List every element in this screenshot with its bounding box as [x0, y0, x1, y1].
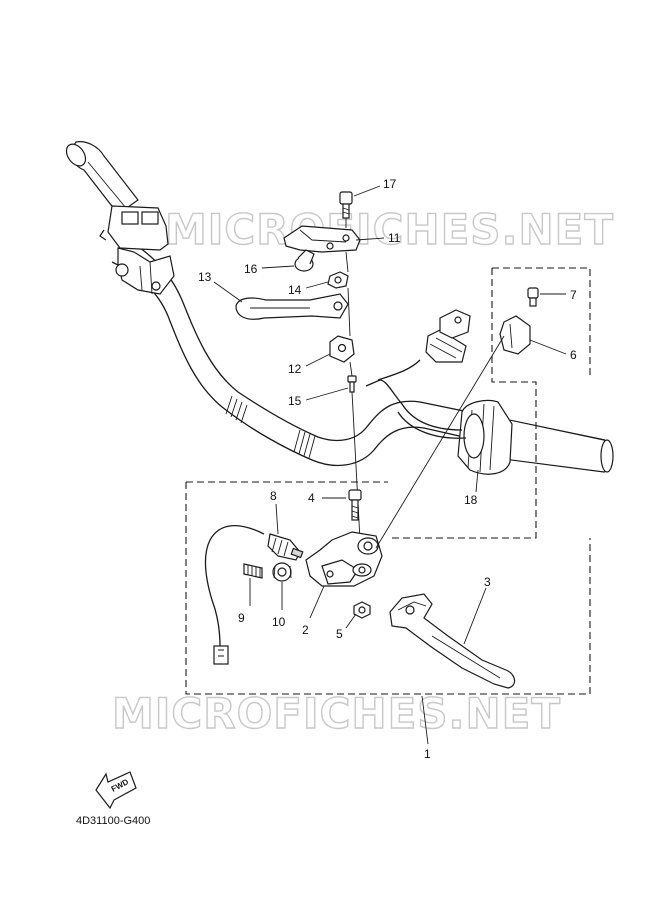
callout-7-label: 7: [570, 288, 577, 302]
part-13-lever: [235, 293, 349, 320]
part-16-cap: [294, 249, 315, 272]
part-11-bracket: [283, 225, 361, 253]
callout-5: 5: [336, 613, 357, 641]
callout-5-label: 5: [336, 627, 343, 641]
callout-6-label: 6: [570, 348, 577, 362]
callout-12: 12: [288, 353, 331, 376]
handlebar: [111, 234, 606, 469]
part-2-lever-holder: [305, 531, 383, 587]
callout-4-label: 4: [308, 491, 315, 505]
part-7-screw: [527, 287, 539, 307]
callout-13-label: 13: [198, 270, 212, 284]
assembly-box-18: [388, 267, 591, 539]
assembly-box-1: [185, 481, 591, 695]
part-12-holder: [329, 335, 355, 363]
callout-14-label: 14: [288, 283, 302, 297]
part-3-clutch-lever: [389, 593, 516, 689]
callout-9-label: 9: [238, 611, 245, 625]
right-switch-housing: [457, 399, 513, 475]
bar-knurl-left: [225, 395, 248, 424]
callout-4: 4: [308, 491, 346, 505]
callout-15-label: 15: [288, 394, 302, 408]
callout-12-label: 12: [288, 362, 302, 376]
callout-10: 10: [272, 582, 286, 629]
callout-11: 11: [355, 231, 401, 245]
callout-13: 13: [198, 270, 243, 303]
part-17-bolt: [339, 191, 353, 219]
bar-knurl-right: [293, 429, 316, 459]
callout-11-label: 11: [388, 231, 401, 245]
callout-16-label: 16: [244, 262, 258, 276]
watermark-top: MICROFICHES.NET: [165, 205, 614, 254]
callout-9: 9: [238, 578, 251, 625]
clutch-switch-wire: [204, 524, 265, 665]
callout-17: 17: [353, 177, 397, 197]
callout-1: 1: [421, 695, 431, 761]
fwd-arrow-icon: FWD: [95, 771, 137, 810]
part-9-adjuster-bolt: [243, 563, 263, 579]
callout-10-label: 10: [272, 615, 286, 629]
callout-2: 2: [302, 585, 325, 637]
left-grip: [65, 141, 139, 215]
callout-17-label: 17: [383, 177, 397, 191]
callout-3: 3: [463, 575, 491, 645]
callout-6: 6: [529, 339, 577, 362]
right-grip: [495, 417, 614, 473]
callout-14: 14: [288, 281, 329, 297]
part-15-screw: [347, 375, 357, 393]
part-8-cable-adjuster: [267, 533, 304, 561]
callout-8-label: 8: [270, 489, 277, 503]
callout-1-label: 1: [424, 747, 431, 761]
watermark-bottom: MICROFICHES.NET: [112, 689, 561, 738]
callout-18-label: 18: [464, 493, 478, 507]
callout-8: 8: [270, 489, 279, 535]
brake-master-cylinder: [99, 205, 175, 295]
callout-16: 16: [244, 262, 295, 276]
part-14-nut: [327, 271, 349, 289]
part-5-nut: [353, 601, 371, 619]
switch-wiring: [365, 309, 471, 439]
callout-7: 7: [540, 288, 577, 302]
callout-3-label: 3: [484, 575, 491, 589]
diagram-code: 4D31100-G400: [76, 815, 150, 827]
part-4-bolt: [348, 489, 362, 521]
part-10-locknut: [272, 562, 292, 582]
callout-15: 15: [288, 387, 349, 408]
part-6-holder: [499, 315, 531, 355]
callout-18: 18: [464, 469, 479, 507]
callout-2-label: 2: [302, 623, 309, 637]
